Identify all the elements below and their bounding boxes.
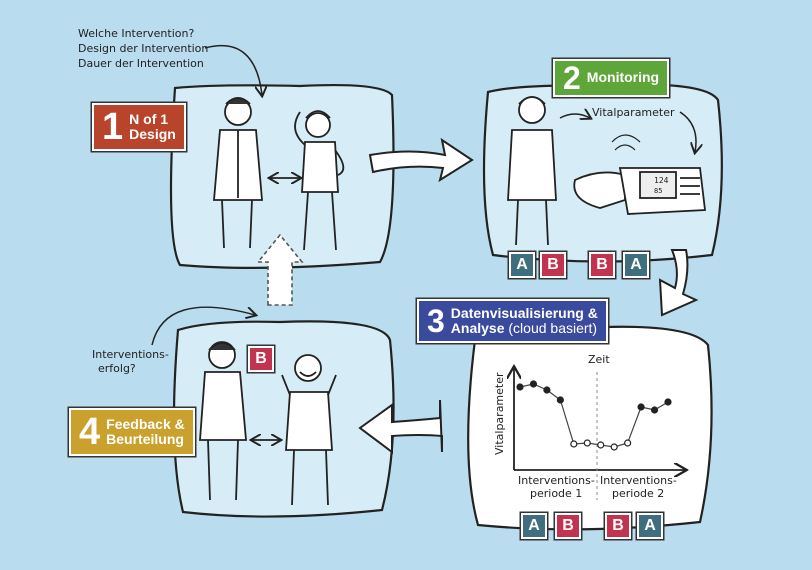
chart-data-point — [570, 440, 578, 448]
sequence-bottom-tile-3: B — [605, 513, 631, 539]
step-3-number: 3 — [427, 303, 445, 339]
annotation-arrow-vital — [559, 114, 590, 118]
note-intervention-q2: Design der Intervention — [78, 42, 208, 55]
step-1-number: 1 — [102, 106, 124, 148]
chart-data-point — [543, 386, 551, 394]
chart-data-point — [664, 398, 672, 406]
chart-data-point — [597, 441, 605, 449]
sequence-bottom-tile-2: B — [555, 513, 581, 539]
chart-data-point — [516, 383, 524, 391]
monitored-patient-figure — [507, 96, 557, 246]
sequence-bottom-tile-1: A — [521, 513, 547, 539]
patient-figure — [294, 110, 345, 251]
happy-patient-figure — [281, 354, 337, 506]
step-4-number: 4 — [79, 411, 101, 453]
arrow-monitoring-to-analysis — [658, 249, 699, 317]
sequence-top-tile-3: B — [589, 252, 615, 278]
chart-data-point — [556, 396, 564, 404]
step-4-label-line1: Feedback & — [106, 415, 185, 432]
feedback-doctor-figure — [199, 341, 247, 501]
annotation-arrow-vital-device — [679, 111, 696, 152]
sequence-top-tile-2: B — [540, 252, 566, 278]
note-intervention-q1: Welche Intervention? — [78, 27, 194, 40]
note-vitalparameter: Vitalparameter — [592, 106, 675, 119]
step-3-label-sub: (cloud basiert) — [508, 320, 598, 336]
chart-title: Zeit — [588, 353, 610, 366]
chart-period2-line2: periode 2 — [612, 487, 664, 500]
chart-data-point — [583, 439, 591, 447]
step-3-label-line2: Analyse — [450, 320, 505, 336]
annotation-arrow-intervention — [204, 44, 262, 95]
step-2-badge: 2 Monitoring — [553, 59, 670, 97]
sequence-top-tile-1: A — [509, 252, 535, 278]
note-success-2: erfolg? — [98, 362, 136, 375]
doctor-figure — [213, 97, 263, 249]
arrow-feedback-to-design — [256, 233, 304, 306]
step-1-label-line1: N of 1 — [129, 110, 169, 127]
chart-data-point — [637, 403, 645, 411]
device-reading-1: 124 — [654, 176, 669, 185]
step-3-badge: 3 Datenvisualisierung &Analyse (cloud ba… — [417, 299, 608, 343]
chart-data-point — [624, 439, 632, 447]
arrow-design-to-monitoring — [368, 137, 474, 183]
chart-period1-line1: Interventions- — [518, 474, 595, 487]
note-intervention-q3: Dauer der Intervention — [78, 57, 204, 70]
step-1-label-line2: Design — [129, 126, 176, 142]
chart-y-label: Vitalparameter — [493, 372, 506, 455]
vitalparameter-chart: Zeit Vitalparameter Interventions- perio… — [493, 353, 685, 500]
step-3-label-line1: Datenvisualisierung & — [450, 304, 598, 321]
annotation-arrow-success — [151, 306, 255, 346]
note-success-1: Interventions- — [92, 348, 169, 361]
step-4-badge: 4 Feedback &Beurteilung — [69, 408, 195, 456]
arrow-analysis-to-feedback — [358, 399, 443, 454]
step-2-label: Monitoring — [586, 69, 660, 86]
device-reading-2: 85 — [654, 187, 662, 195]
sequence-top-tile-4: A — [623, 252, 649, 278]
chart-data-point — [610, 443, 618, 451]
step-4-label-line2: Beurteilung — [106, 431, 184, 447]
panel-feedback — [172, 320, 395, 518]
feedback-tile: B — [248, 346, 274, 372]
blood-pressure-monitor-icon — [573, 134, 707, 215]
chart-data-point — [650, 406, 659, 414]
step-2-number: 2 — [563, 60, 581, 96]
chart-period2-line1: Interventions- — [600, 474, 677, 487]
sequence-bottom-tile-4: A — [637, 513, 663, 539]
chart-period1-line2: periode 1 — [530, 487, 582, 500]
chart-data-point — [529, 380, 538, 388]
